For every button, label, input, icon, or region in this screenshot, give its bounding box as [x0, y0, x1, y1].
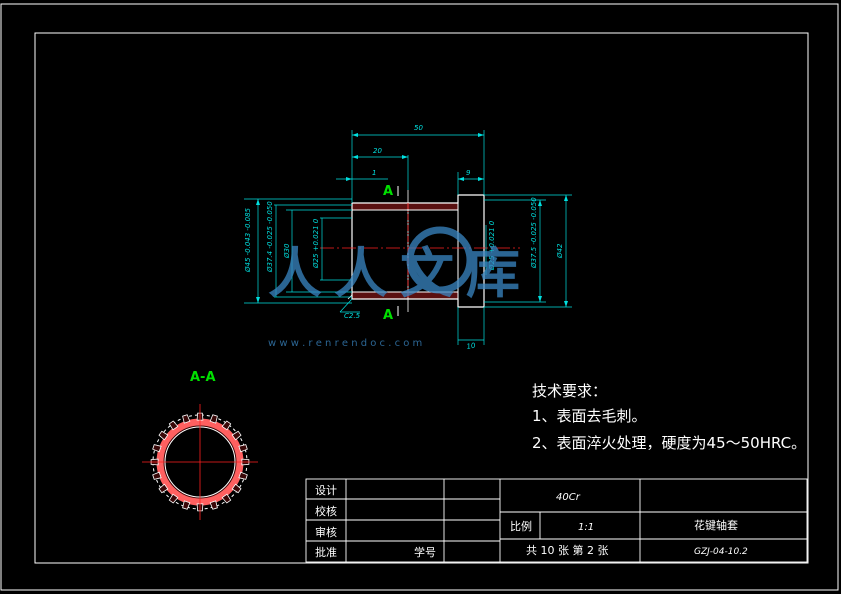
spline-tooth	[182, 500, 191, 510]
spline-tooth	[168, 493, 179, 504]
dim-right-bore: Ø25 +0.021 0	[488, 220, 496, 271]
dim-length-1: 1	[372, 169, 376, 177]
drawing-frame	[34, 32, 809, 564]
tb-review: 审核	[315, 525, 337, 539]
tb-material: 40Cr	[556, 492, 581, 503]
title-block	[305, 478, 808, 563]
spline-section-view	[142, 404, 258, 520]
spline-tooth	[221, 493, 232, 504]
dim-left-inner: Ø37.4 -0.025 -0.050	[266, 201, 274, 273]
section-label-aa: A-A	[190, 370, 216, 385]
spline-tooth	[158, 483, 169, 494]
spline-tooth	[209, 500, 218, 510]
arrowheads	[256, 133, 568, 307]
spline-tooth	[238, 444, 248, 453]
spline-tooth	[182, 414, 191, 424]
watermark-logo-icon	[406, 226, 474, 294]
spline-tooth	[209, 414, 218, 424]
tb-part-name: 花键轴套	[694, 518, 738, 532]
dim-length-20: 20	[373, 147, 382, 155]
upper-wall-hatch	[351, 202, 459, 211]
spline-tooth	[238, 471, 248, 480]
spline-tooth	[152, 444, 162, 453]
dim-left-outer: Ø45 -0.043 -0.085	[244, 207, 252, 273]
tb-sheet: 共 10 张 第 2 张	[526, 543, 608, 557]
dim-length-10: 10	[466, 341, 477, 351]
dim-right-outer: Ø37.5 -0.025 -0.050	[530, 197, 538, 269]
tb-approve: 批准	[315, 545, 337, 559]
tb-check: 校核	[315, 504, 337, 518]
dim-chamfer: C2.5	[344, 312, 361, 320]
watermark-text: 人人文库	[268, 242, 532, 305]
watermark: 人人文库 w w w . r e n r e n d o c . c o m	[268, 226, 532, 349]
dim-d30: Ø30	[283, 243, 291, 259]
dim-bore: Ø25 +0.021 0	[312, 218, 320, 269]
dim-overall-length: 50	[414, 124, 423, 132]
tb-student-no: 学号	[414, 545, 436, 559]
spline-tooth	[231, 430, 242, 441]
sheet-border	[0, 3, 839, 591]
spline-tooth	[152, 471, 162, 480]
notes-item-1: 1、表面去毛刺。	[532, 407, 647, 425]
notes-item-2: 2、表面淬火处理，硬度为45～50HRC。	[532, 434, 806, 452]
tb-design: 设计	[315, 484, 337, 497]
tb-scale-label: 比例	[510, 519, 532, 533]
spline-tooth	[221, 420, 232, 431]
spline-tooth	[168, 420, 179, 431]
watermark-url: w w w . r e n r e n d o c . c o m	[268, 338, 422, 349]
tb-scale-value: 1:1	[578, 522, 594, 533]
dimensions	[244, 130, 572, 345]
notes-heading: 技术要求：	[532, 382, 607, 400]
tb-drawing-no: GZJ-04-10.2	[694, 547, 748, 557]
dim-length-9: 9	[466, 169, 471, 177]
spline-tooth	[158, 430, 169, 441]
spline-tooth	[231, 483, 242, 494]
dim-flange: Ø42	[556, 243, 564, 259]
section-mark-top: A	[383, 184, 393, 199]
section-mark-bottom: A	[383, 308, 393, 323]
